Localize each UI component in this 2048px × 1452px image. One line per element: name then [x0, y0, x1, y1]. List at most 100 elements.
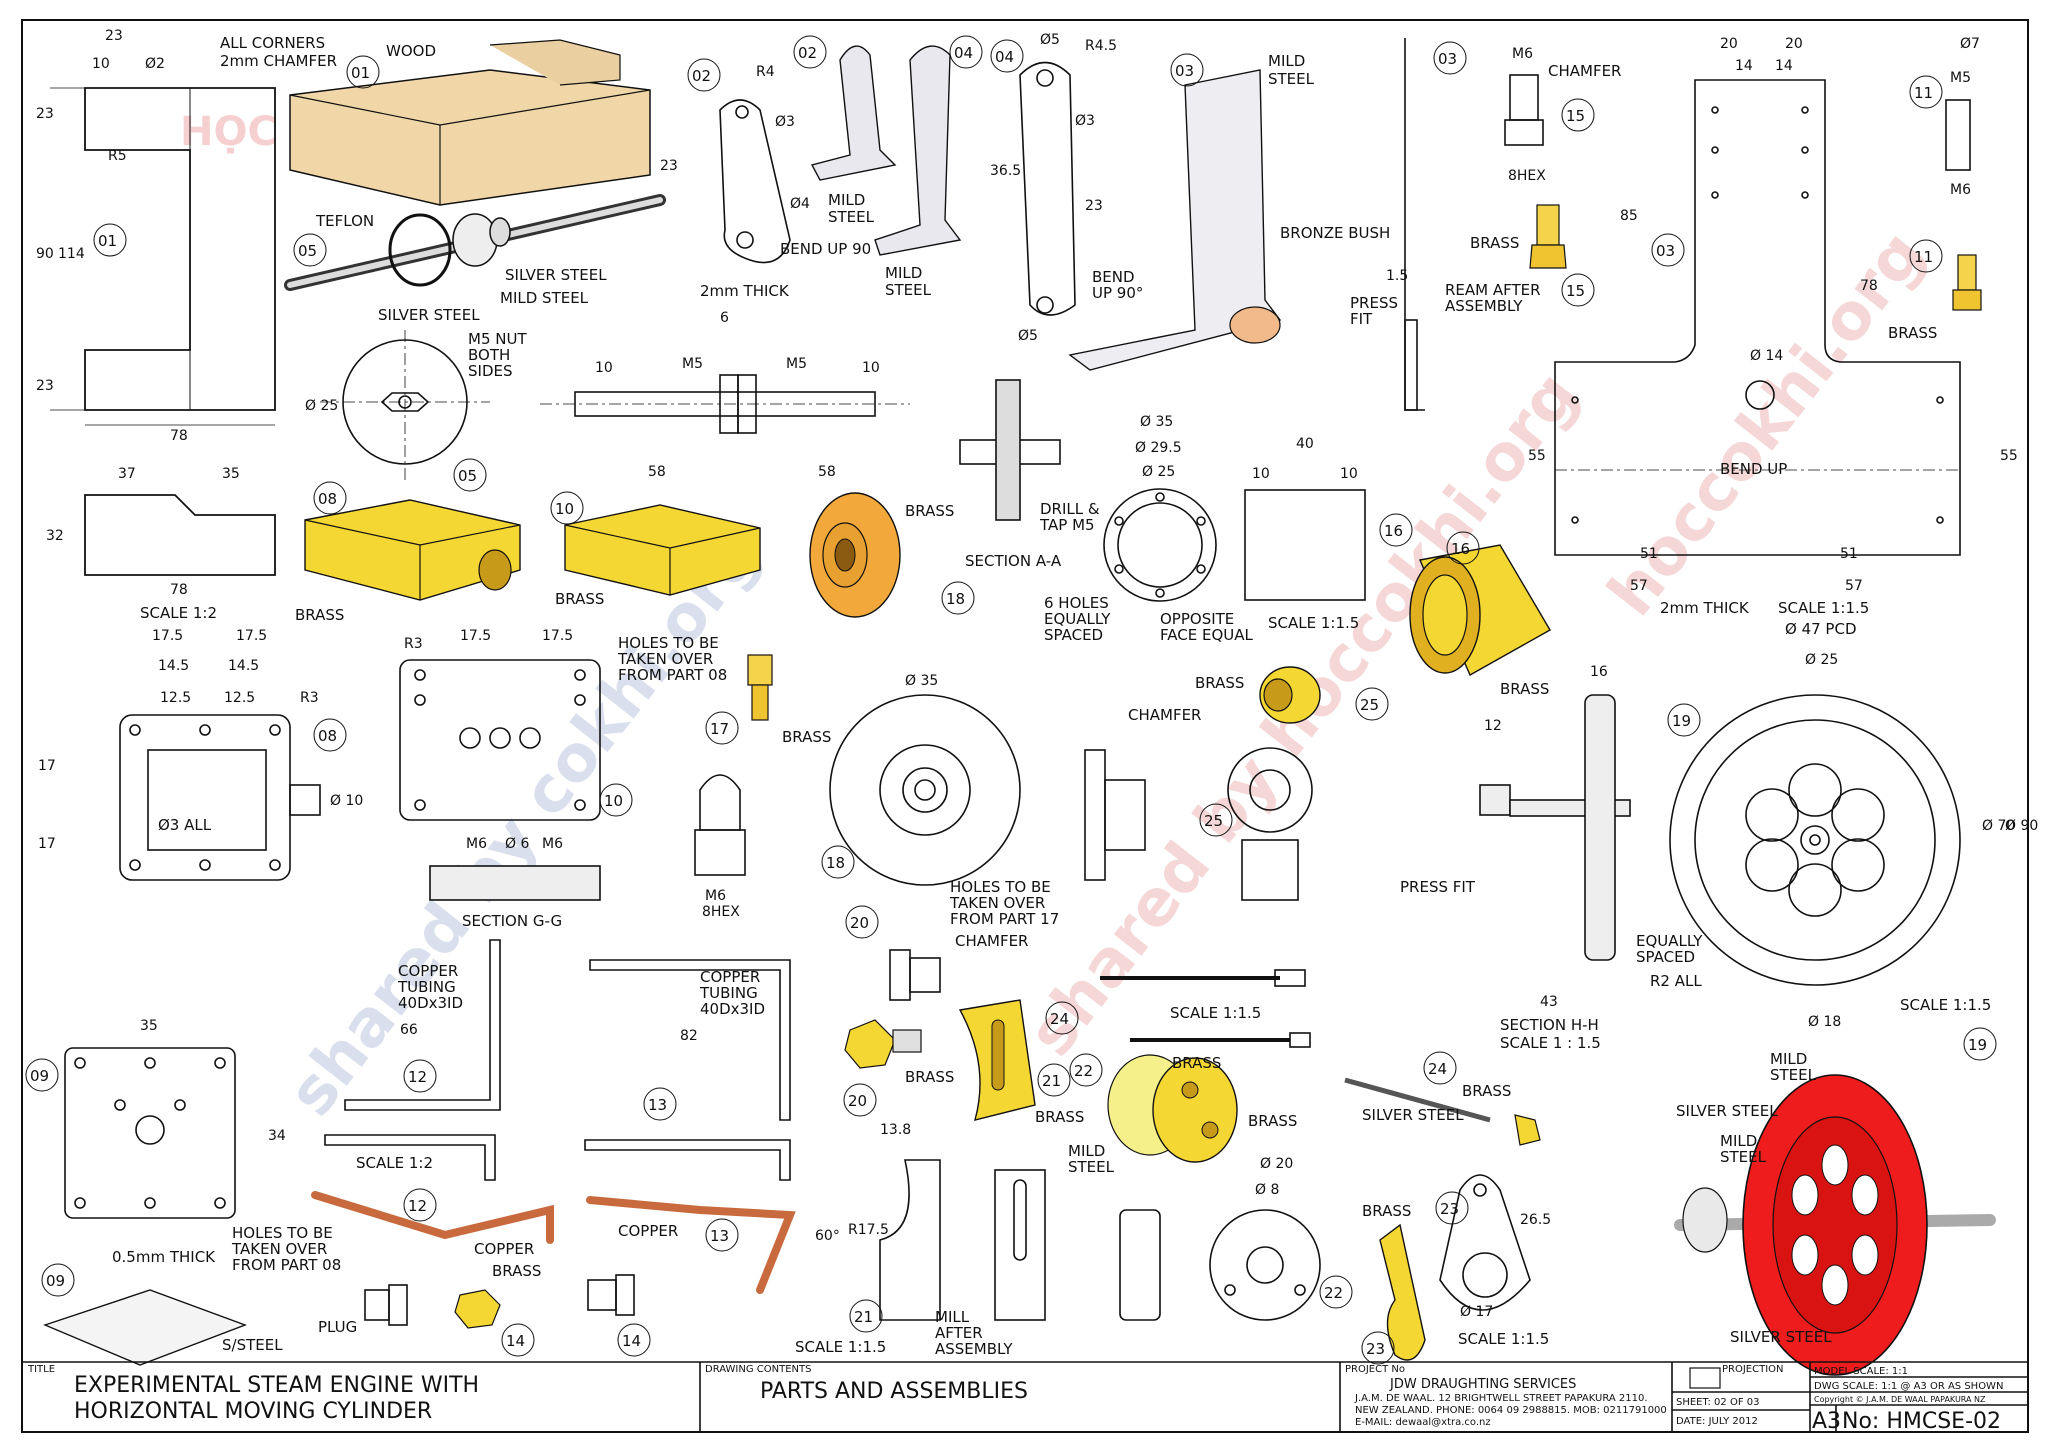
label-tubing-size-12: 40Dx3ID — [398, 994, 463, 1012]
dim-r3-08: R3 — [300, 690, 319, 706]
balloon-19b — [843, 1083, 877, 1117]
dim-dia295: Ø 29.5 — [1135, 440, 1182, 456]
title-label: TITLE — [27, 1364, 55, 1375]
label-brass-25: BRASS — [1195, 674, 1244, 692]
dim-145-08a: 14.5 — [158, 658, 189, 674]
dim-dia10-08: Ø 10 — [330, 793, 363, 809]
label-both: BOTH — [468, 346, 510, 364]
label-chamfer-15: CHAMFER — [1548, 62, 1621, 80]
dim-dia90: Ø 90 — [2005, 818, 2038, 834]
part-03-flat-pattern — [1554, 79, 1961, 556]
balloon-22b — [1319, 1275, 1353, 1309]
dim-40-17: 40 — [1296, 436, 1314, 452]
piston-rod-3d — [284, 194, 666, 291]
label-bend-up-90: BEND UP 90 — [780, 240, 871, 258]
label-after: AFTER — [935, 1324, 983, 1342]
scale-23: SCALE 1:1.5 — [1458, 1330, 1549, 1348]
label-2mm-chamfer: 2mm CHAMFER — [220, 52, 337, 70]
copyright: Copyright © J.A.M. DE WAAL PAPAKURA NZ — [1814, 1395, 1986, 1404]
balloon-15b-text: 15 — [1566, 282, 1585, 300]
part-19-view — [889, 949, 941, 1001]
dim-8hex-16: 8HEX — [702, 904, 740, 920]
label-s-steel: S/STEEL — [222, 1336, 283, 1354]
label-tap-m5: TAP M5 — [1039, 516, 1095, 534]
dim-r45: R4.5 — [1085, 38, 1117, 54]
label-brass-14: BRASS — [492, 1262, 541, 1280]
project-label: PROJECT No — [1345, 1364, 1405, 1375]
dim-66-12: 66 — [400, 1022, 418, 1038]
balloon-15b — [1561, 273, 1595, 307]
balloon-03c-text: 03 — [1656, 242, 1675, 260]
label-2mm-thick-03: 2mm THICK — [1660, 599, 1750, 617]
contents-label: DRAWING CONTENTS — [705, 1364, 811, 1375]
part-25-3d — [1259, 666, 1321, 724]
dim-175-08b: 17.5 — [236, 628, 267, 644]
dim-23: 23 — [105, 28, 123, 44]
balloon-02-text: 02 — [692, 67, 711, 85]
dim-90: 90 — [36, 246, 54, 262]
dim-23-04: 23 — [1085, 198, 1103, 214]
dim-12-hh: 12 — [1484, 718, 1502, 734]
balloon-03 — [1170, 53, 1204, 87]
projection-label: PROJECTION — [1722, 1364, 1784, 1375]
dim-32: 32 — [46, 528, 64, 544]
label-holes-09b: TAKEN OVER — [231, 1240, 327, 1258]
part-08-front-view — [119, 714, 321, 881]
balloon-02b — [793, 35, 827, 69]
part-11-view — [1945, 99, 1971, 171]
part-17-end-view — [1103, 488, 1217, 602]
title-line-2: HORIZONTAL MOVING CYLINDER — [74, 1399, 432, 1424]
dim-37: 37 — [118, 466, 136, 482]
label-teflon: TEFLON — [315, 212, 374, 230]
label-steel-02: STEEL — [828, 208, 875, 226]
email: E-MAIL: dewaal@xtra.co.nz — [1355, 1417, 1491, 1428]
dim-125-08b: 12.5 — [224, 690, 255, 706]
dim-60deg: 60° — [815, 1228, 840, 1244]
dim-51-b: 51 — [1840, 546, 1858, 562]
balloon-04-text: 04 — [954, 44, 973, 62]
drawing-contents: PARTS AND ASSEMBLIES — [760, 1379, 1028, 1404]
scale-hh: SCALE 1 : 1.5 — [1500, 1034, 1601, 1052]
part-23-3d — [1379, 1223, 1426, 1361]
balloon-11b-text: 11 — [1914, 248, 1933, 266]
balloon-21b-text: 19 — [1968, 1036, 1987, 1054]
part-18-front-view — [829, 694, 1021, 886]
label-silver-21: SILVER STEEL — [1676, 1102, 1778, 1120]
label-holes-10b: TAKEN OVER — [617, 650, 713, 668]
part-24-3d — [1344, 1077, 1541, 1146]
dim-dia2: Ø2 — [145, 56, 165, 72]
balloon-05 — [293, 233, 327, 267]
dim-m5-rod: M5 — [682, 356, 703, 372]
dim-dia35-18: Ø 35 — [905, 673, 938, 689]
balloon-13b-text: 13 — [710, 1227, 729, 1245]
part-13-view — [584, 959, 791, 1181]
section-hh — [1479, 694, 1631, 961]
dim-14-a: 14 — [1735, 58, 1753, 74]
dim-78b: 78 — [170, 582, 188, 598]
scale-12: SCALE 1:2 — [356, 1154, 433, 1172]
label-brass-11: BRASS — [1888, 324, 1937, 342]
part-24-view — [1100, 969, 1311, 1048]
dim-55-b: 55 — [2000, 448, 2018, 464]
label-mild-21b: MILD — [1720, 1132, 1757, 1150]
label-steel-04: STEEL — [885, 281, 932, 299]
wood-block-3d — [289, 39, 651, 206]
dim-dia17: Ø 17 — [1460, 1304, 1493, 1320]
label-tubing-12: TUBING — [397, 978, 456, 996]
dim-85: 85 — [1620, 208, 1638, 224]
label-silver-21b: SILVER STEEL — [1730, 1328, 1832, 1346]
dim-dia25-05: Ø 25 — [305, 398, 338, 414]
dim-55-a: 55 — [1528, 448, 1546, 464]
part-17-side-view — [1244, 489, 1366, 601]
label-05-thick: 0.5mm THICK — [112, 1248, 216, 1266]
part-22-3d — [1107, 1054, 1238, 1163]
balloon-12b — [403, 1188, 437, 1222]
dim-125-08a: 12.5 — [160, 690, 191, 706]
balloon-17 — [1379, 513, 1413, 547]
dim-23b: 23 — [36, 106, 54, 122]
balloon-13-text: 13 — [648, 1096, 667, 1114]
part-22-views — [1119, 1209, 1321, 1321]
part-20-3d — [958, 999, 1036, 1121]
balloon-12-text: 12 — [408, 1068, 427, 1086]
